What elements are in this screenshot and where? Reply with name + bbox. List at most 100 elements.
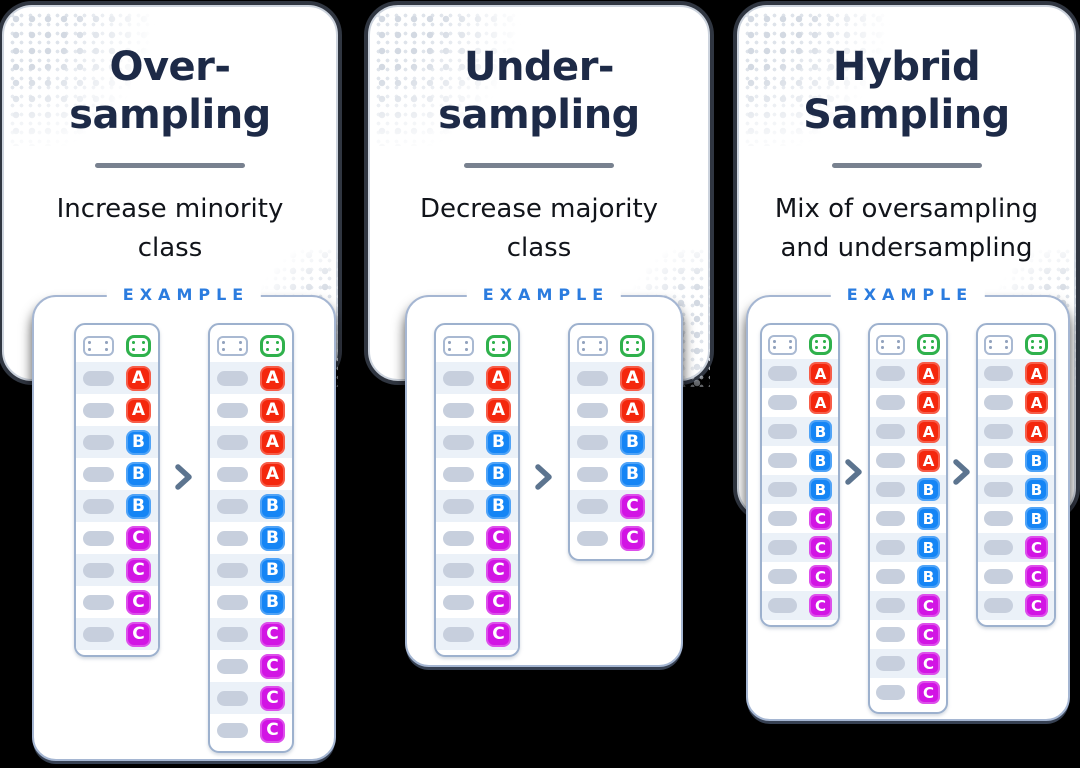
feature-pill [768,511,797,526]
class-badge-b: B [917,507,940,530]
class-badge-c: C [809,594,832,617]
class-badge-c: C [126,557,151,583]
feature-pill [768,569,797,584]
example-label: EXAMPLE [106,285,262,304]
class-label-header-icon [809,334,832,355]
arrow-right-icon [952,458,972,486]
features-header-icon [768,334,797,355]
data-row: B [76,458,158,490]
data-row: C [870,678,946,707]
data-row: C [978,562,1054,591]
class-label-header-icon [1025,334,1048,355]
class-badge-a: A [917,420,940,443]
class-badge-a: A [126,365,151,391]
data-row: B [76,490,158,522]
table-header-row [762,330,838,359]
class-badge-a: A [1025,420,1048,443]
feature-pill [876,366,905,381]
class-badge-c: C [917,594,940,617]
data-row: B [210,586,292,618]
feature-pill [577,402,608,418]
data-row: C [762,562,838,591]
class-badge-c: C [486,557,511,583]
feature-pill [768,395,797,410]
class-badge-b: B [620,429,645,455]
features-header-icon [83,336,114,356]
class-badge-b: B [1025,478,1048,501]
class-badge-b: B [809,420,832,443]
class-badge-b: B [1025,449,1048,472]
table-header-row [570,330,652,362]
class-badge-a: A [486,365,511,391]
class-label-header-icon [486,335,511,357]
feature-pill [83,434,114,450]
feature-pill [83,626,114,642]
data-row: A [978,359,1054,388]
feature-pill [577,466,608,482]
features-header-icon [876,334,905,355]
class-badge-b: B [917,536,940,559]
feature-pill [768,540,797,555]
data-row: B [978,504,1054,533]
feature-pill [577,370,608,386]
feature-pill [83,402,114,418]
class-badge-b: B [486,429,511,455]
features-header-icon [984,334,1013,355]
class-badge-c: C [126,621,151,647]
class-badge-b: B [917,478,940,501]
class-badge-c: C [1025,594,1048,617]
data-row: A [978,388,1054,417]
class-badge-c: C [486,589,511,615]
data-row: C [210,682,292,714]
class-badge-b: B [126,493,151,519]
feature-pill [217,498,248,514]
class-badge-b: B [620,461,645,487]
data-row: C [76,522,158,554]
data-row: B [978,475,1054,504]
class-label-header-icon [260,335,285,357]
feature-pill [984,482,1013,497]
feature-pill [217,402,248,418]
class-badge-c: C [917,623,940,646]
class-badge-b: B [917,565,940,588]
class-label-header-icon [917,334,940,355]
data-row: B [210,554,292,586]
data-row: A [870,446,946,475]
arrow-right-icon [844,458,864,486]
feature-pill [443,402,474,418]
class-badge-a: A [1025,362,1048,385]
data-row: A [436,362,518,394]
feature-pill [217,466,248,482]
class-badge-a: A [260,429,285,455]
class-badge-b: B [486,461,511,487]
data-row: C [76,618,158,650]
class-badge-b: B [486,493,511,519]
class-badge-c: C [260,685,285,711]
class-badge-b: B [260,589,285,615]
data-row: C [210,650,292,682]
class-badge-c: C [1025,536,1048,559]
feature-pill [443,594,474,610]
class-badge-a: A [917,362,940,385]
data-row: C [210,714,292,746]
table-header-row [210,330,292,362]
card-description: Increase minority class [56,194,284,263]
title-divider [464,163,614,168]
class-badge-c: C [260,653,285,679]
feature-pill [768,598,797,613]
data-row: C [436,618,518,650]
data-row: C [76,554,158,586]
data-row: C [762,533,838,562]
card-title: Hybrid Sampling [803,44,1010,138]
arrow-right-icon [174,463,194,491]
feature-pill [443,530,474,546]
data-row: B [978,446,1054,475]
feature-pill [83,562,114,578]
feature-pill [876,598,905,613]
class-badge-a: A [620,365,645,391]
